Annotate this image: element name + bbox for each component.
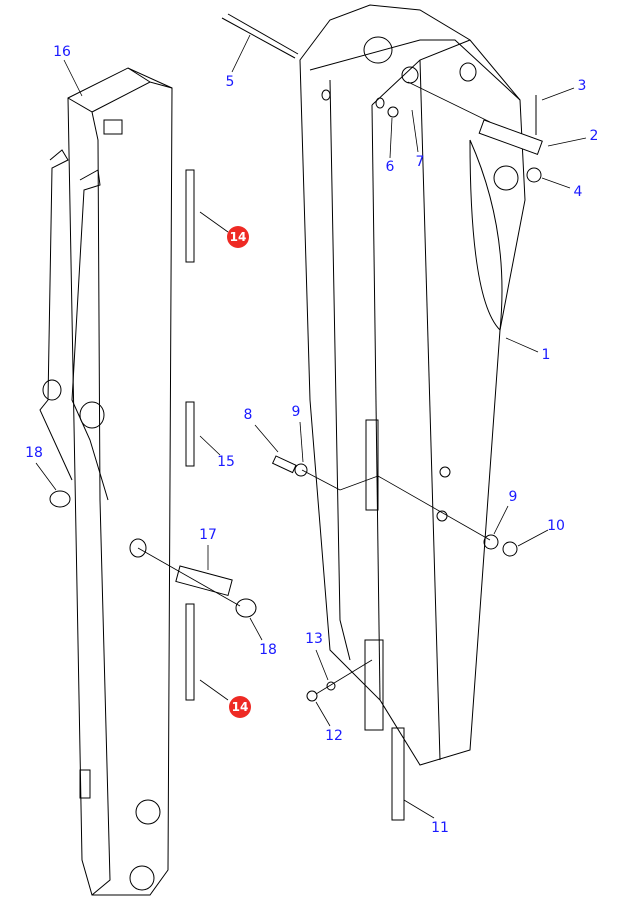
callout-3: 3 (577, 78, 587, 94)
callout-9: 9 (508, 489, 518, 505)
dipper-arm-16 (39, 67, 173, 896)
highlight-badge-14[interactable]: 14 (229, 696, 251, 718)
leader-lines (35, 34, 587, 819)
callout-18: 18 (25, 445, 43, 461)
callout-9: 9 (291, 404, 301, 420)
callout-16: 16 (53, 44, 71, 60)
callout-7: 7 (415, 154, 425, 170)
callout-1: 1 (541, 347, 551, 363)
callout-6: 6 (385, 159, 395, 175)
callout-12: 12 (325, 728, 343, 744)
callout-17: 17 (199, 527, 217, 543)
callout-4: 4 (573, 184, 583, 200)
callout-8: 8 (243, 407, 253, 423)
callout-11: 11 (431, 820, 449, 836)
callout-18: 18 (259, 642, 277, 658)
callout-15: 15 (217, 454, 235, 470)
boom-1 (299, 4, 526, 766)
callout-13: 13 (305, 631, 323, 647)
small-parts (49, 13, 543, 821)
callout-2: 2 (589, 128, 599, 144)
callout-5: 5 (225, 74, 235, 90)
highlight-badge-14[interactable]: 14 (227, 226, 249, 248)
callout-10: 10 (547, 518, 565, 534)
